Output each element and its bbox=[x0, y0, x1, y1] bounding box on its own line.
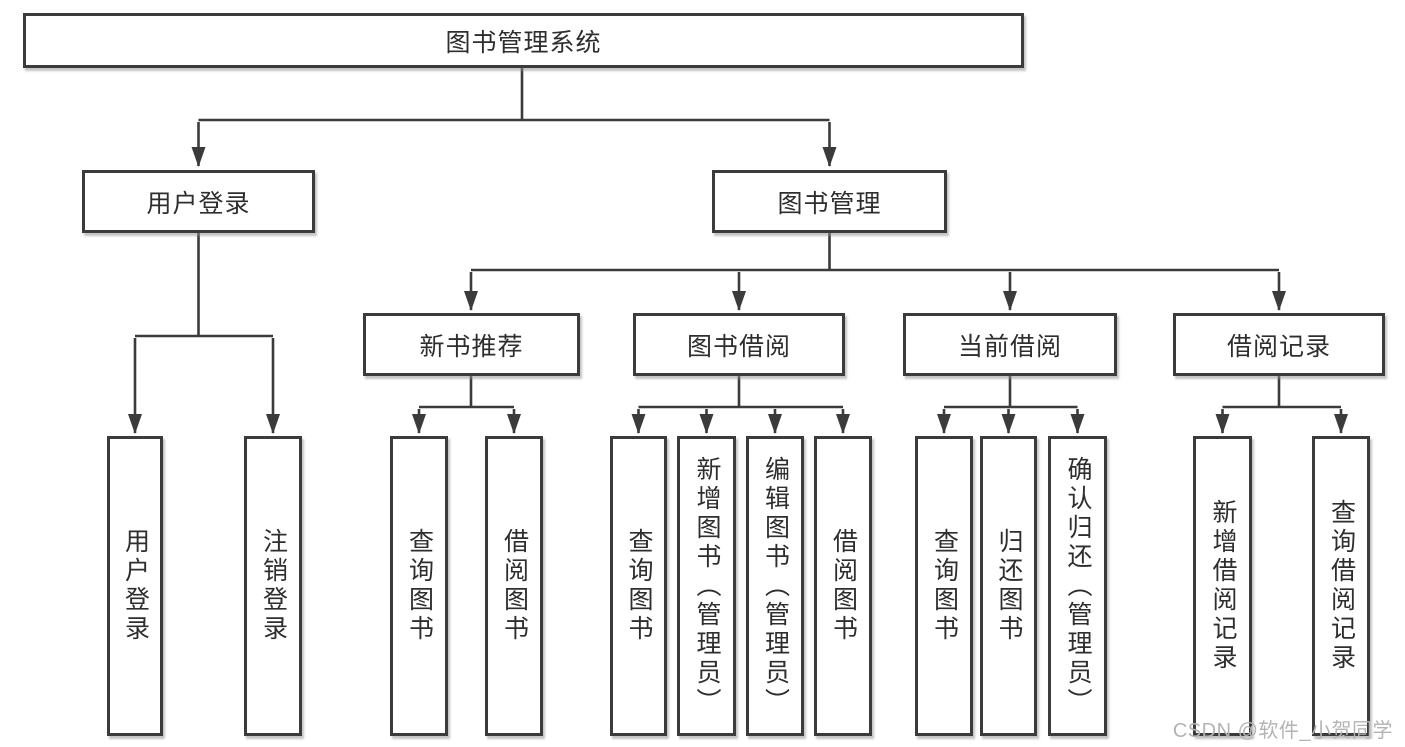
leaf-label: 注销登录 bbox=[259, 528, 288, 644]
leaf-label: 借阅图书 bbox=[829, 528, 858, 644]
leaf-label: 查询图书 bbox=[405, 528, 434, 644]
leaf-borrow-books-recommend: 借阅图书 bbox=[485, 436, 543, 736]
leaf-label: 查询借阅记录 bbox=[1327, 499, 1356, 673]
node-label: 借阅记录 bbox=[1226, 332, 1331, 361]
leaf-add-book-admin: 新增图书（管理员） bbox=[677, 436, 736, 736]
leaf-query-books-recommend: 查询图书 bbox=[390, 436, 448, 736]
leaf-logout: 注销登录 bbox=[244, 436, 302, 736]
leaf-borrow-books: 借阅图书 bbox=[814, 436, 872, 736]
leaf-label: 查询图书 bbox=[930, 528, 959, 644]
node-label: 新书推荐 bbox=[419, 332, 524, 361]
leaf-confirm-return-admin: 确认归还（管理员） bbox=[1048, 436, 1107, 736]
node-book-management: 图书管理 bbox=[712, 170, 947, 233]
leaf-return-book: 归还图书 bbox=[980, 436, 1037, 736]
leaf-query-books-borrow: 查询图书 bbox=[610, 436, 667, 736]
leaf-label: 借阅图书 bbox=[500, 528, 529, 644]
node-label: 当前借阅 bbox=[957, 332, 1062, 361]
leaf-add-borrow-record: 新增借阅记录 bbox=[1193, 436, 1252, 736]
node-borrow-records: 借阅记录 bbox=[1173, 313, 1385, 376]
leaf-label: 新增借阅记录 bbox=[1209, 499, 1237, 673]
node-label: 图书管理系统 bbox=[445, 28, 602, 57]
leaf-label: 归还图书 bbox=[995, 528, 1023, 644]
node-label: 图书管理 bbox=[777, 189, 882, 218]
node-label: 用户登录 bbox=[146, 189, 251, 218]
node-current-borrow: 当前借阅 bbox=[903, 313, 1117, 376]
node-label: 图书借阅 bbox=[686, 332, 791, 361]
node-new-book-recommend: 新书推荐 bbox=[363, 313, 580, 376]
leaf-label: 编辑图书（管理员） bbox=[761, 455, 790, 717]
node-user-login: 用户登录 bbox=[82, 170, 315, 233]
csdn-watermark: CSDN @软件_小贺同学 bbox=[1172, 720, 1393, 742]
leaf-user-login: 用户登录 bbox=[107, 436, 163, 736]
leaf-label: 新增图书（管理员） bbox=[693, 455, 721, 717]
leaf-label: 确认归还（管理员） bbox=[1064, 455, 1092, 717]
leaf-edit-book-admin: 编辑图书（管理员） bbox=[746, 436, 804, 736]
leaf-query-books-current: 查询图书 bbox=[915, 436, 973, 736]
node-book-borrow: 图书借阅 bbox=[633, 313, 845, 376]
leaf-query-borrow-record: 查询借阅记录 bbox=[1312, 436, 1370, 736]
leaf-label: 查询图书 bbox=[625, 528, 653, 644]
leaf-label: 用户登录 bbox=[121, 528, 150, 644]
node-library-management-system: 图书管理系统 bbox=[23, 13, 1024, 68]
